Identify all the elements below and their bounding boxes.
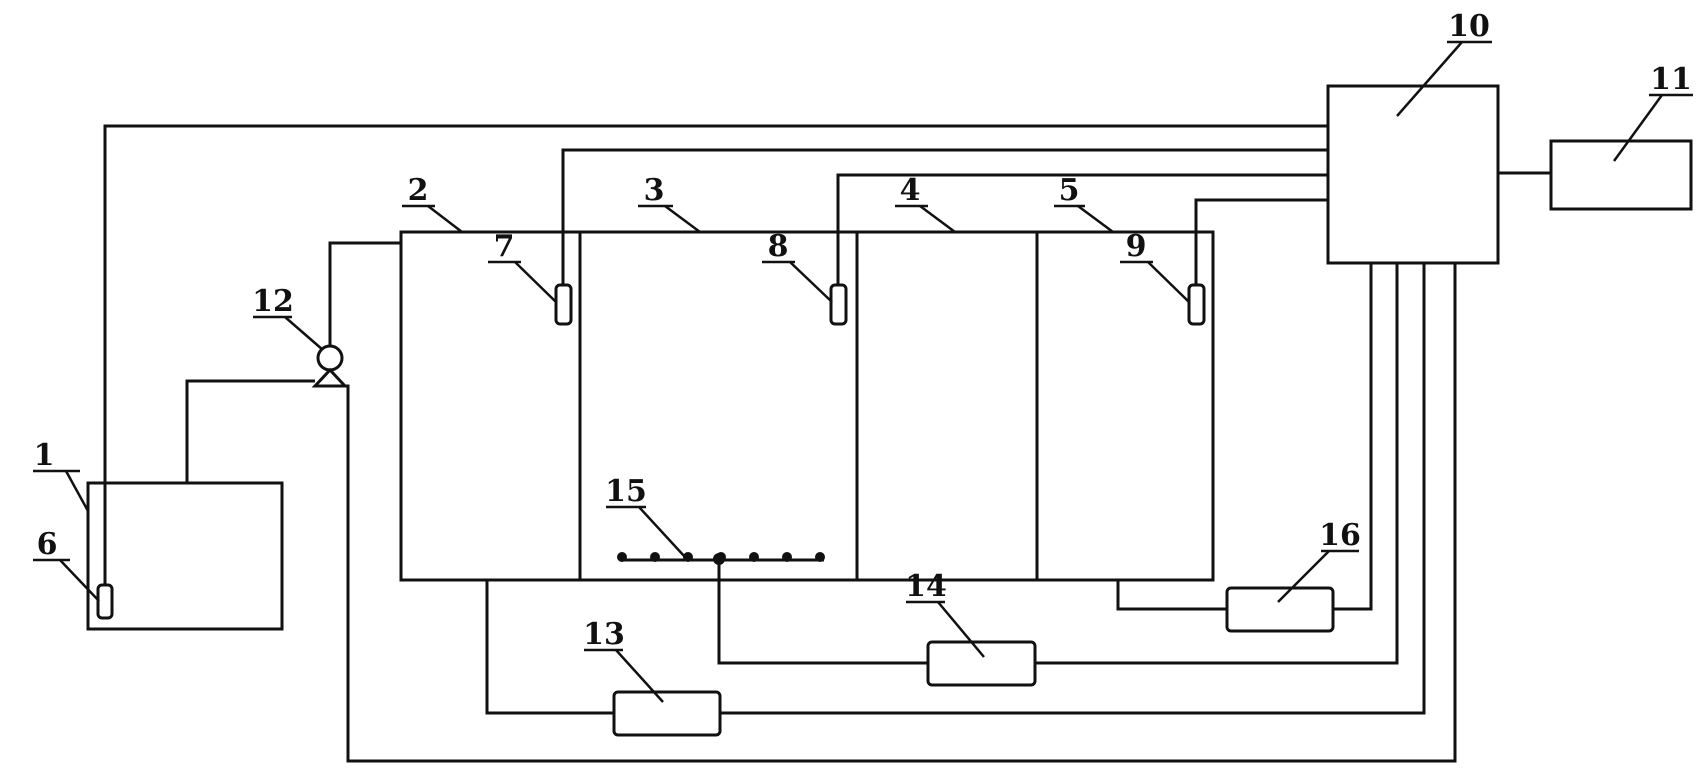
label-14: 14 [905, 569, 947, 604]
wire-blower14-controller [1035, 263, 1399, 665]
pipe-reactor-device16 [1116, 580, 1227, 611]
reactor-body [399, 230, 1215, 582]
pipe-tank1-pump [185, 379, 315, 483]
pipe-reactor-pump13 [485, 580, 614, 715]
sensor-8 [829, 283, 848, 326]
label-12: 12 [252, 284, 294, 319]
leader-10 [1396, 41, 1463, 117]
leader-6 [59, 559, 100, 602]
diffuser-center-dot [713, 553, 725, 565]
label-9: 9 [1126, 229, 1147, 264]
leader-12 [284, 316, 324, 351]
sensor-6 [96, 583, 114, 620]
leader-13 [615, 649, 664, 703]
wire-pump12-controller [345, 263, 1457, 763]
diffuser-dot [815, 552, 825, 562]
device-16 [1225, 586, 1335, 633]
label-11: 11 [1650, 62, 1692, 97]
feed-tank-1 [86, 481, 284, 631]
wire-sensor7-controller [561, 148, 1328, 285]
sensor-7 [554, 283, 573, 326]
label-6: 6 [37, 527, 58, 562]
wire-device16-controller [1333, 263, 1373, 611]
label-10: 10 [1448, 9, 1490, 44]
leader-14 [937, 601, 985, 658]
label-7: 7 [494, 229, 515, 264]
diffuser-dot [617, 552, 627, 562]
leader-1 [64, 470, 90, 512]
pump-13 [612, 690, 722, 737]
leader-11 [1612, 94, 1664, 162]
diffuser-dot [749, 552, 759, 562]
leader-7 [514, 261, 557, 303]
leader-9 [1147, 261, 1190, 303]
leader-2 [427, 205, 463, 233]
leader-15 [638, 506, 686, 558]
label-8: 8 [768, 229, 789, 264]
pump-12-base [311, 367, 349, 388]
label-15: 15 [605, 474, 647, 509]
leader-8 [789, 261, 833, 303]
label-2: 2 [408, 173, 429, 208]
blower-14 [926, 640, 1037, 687]
pipe-diffuser-blower14 [717, 560, 928, 665]
label-3: 3 [644, 173, 665, 208]
label-16: 16 [1319, 518, 1361, 553]
controller-10 [1326, 84, 1500, 265]
leader-16 [1277, 550, 1330, 603]
leader-5 [1077, 204, 1114, 234]
leader-3 [664, 204, 701, 234]
wire-sensor6-controller [103, 124, 1328, 585]
label-5: 5 [1059, 173, 1080, 208]
label-13: 13 [583, 617, 625, 652]
wire-sensor8-controller [836, 173, 1328, 285]
diffuser-dot [683, 552, 693, 562]
sensor-9 [1187, 283, 1206, 326]
leader-4 [919, 204, 956, 234]
diffuser-dot [650, 552, 660, 562]
wire-sensor9-controller [1194, 198, 1328, 285]
label-4: 4 [900, 173, 921, 208]
wire-pump13-controller [720, 263, 1426, 715]
label-1: 1 [34, 438, 55, 473]
diffuser-dot [782, 552, 792, 562]
